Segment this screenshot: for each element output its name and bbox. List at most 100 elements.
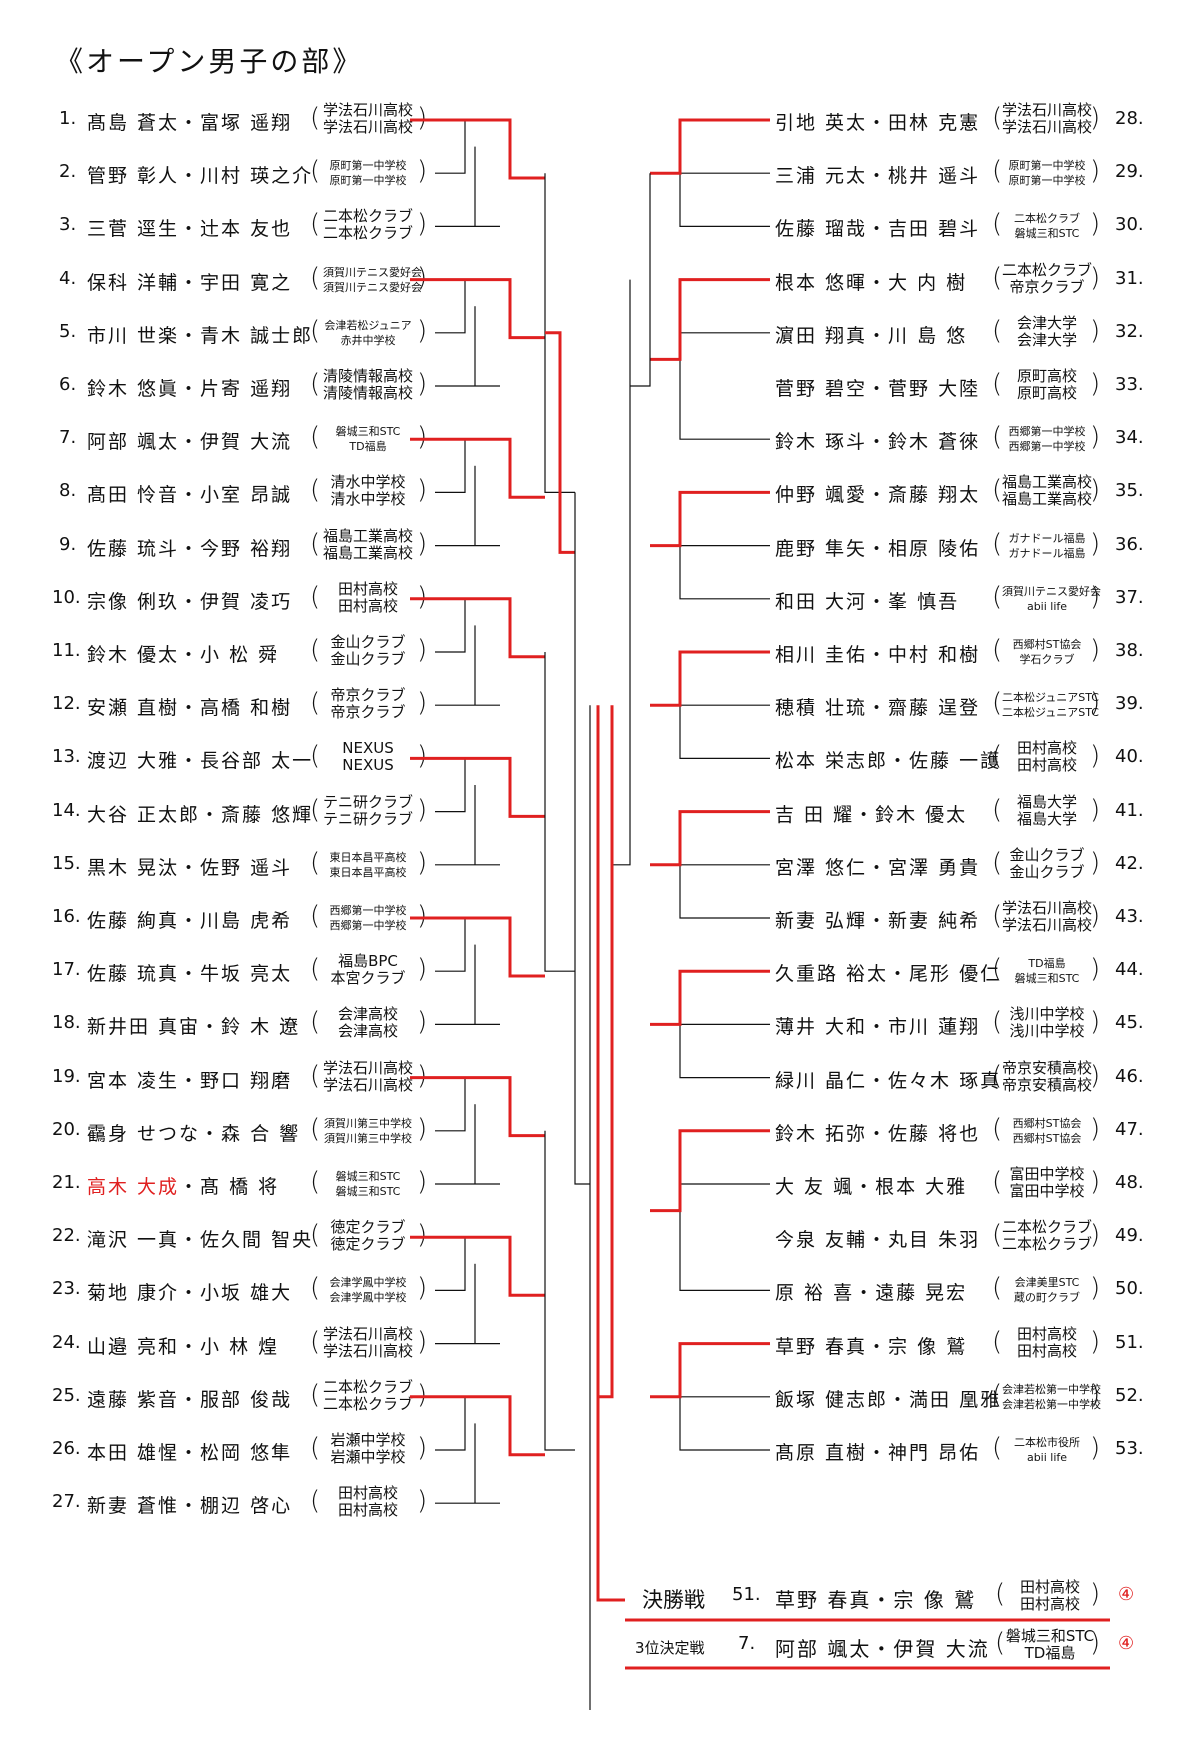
winner-line bbox=[650, 810, 770, 867]
affiliation-line: 清陵情報高校 bbox=[323, 367, 414, 385]
paren-open: ( bbox=[310, 847, 321, 878]
winner-line bbox=[410, 1076, 545, 1138]
affiliation-line: 原町第一中学校 bbox=[1008, 174, 1086, 188]
entry-affiliation: 西郷村ST協会西郷村ST協会 bbox=[1002, 1116, 1092, 1146]
right-entry: 45.薄井 大和・市川 蓮翔(浅川中学校浅川中学校) bbox=[770, 1004, 1170, 1044]
affiliation-line: 福島工業高校 bbox=[1002, 490, 1093, 509]
entry-players: 保科 洋輔・宇田 寛之 bbox=[87, 271, 293, 294]
entry-players: 飯塚 健志郎・満田 凰雅 bbox=[775, 1388, 1002, 1411]
paren-close: ) bbox=[417, 1486, 428, 1517]
entry-seed: 40. bbox=[1115, 746, 1144, 768]
affiliation-line: 二本松ジュニアSTC bbox=[1002, 706, 1099, 720]
entry-affiliation: 金山クラブ金山クラブ bbox=[1002, 845, 1092, 881]
right-entry: 31.根本 悠暉・大 内 樹(二本松クラブ帝京クラブ) bbox=[770, 260, 1170, 300]
entry-affiliation: 西郷第一中学校西郷第一中学校 bbox=[323, 903, 413, 933]
entry-affiliation: 学法石川高校学法石川高校 bbox=[323, 1325, 413, 1360]
paren-open: ( bbox=[992, 1060, 1003, 1091]
paren-close: ) bbox=[417, 1060, 428, 1091]
entry-affiliation: 会津大学会津大学 bbox=[1002, 314, 1092, 349]
paren-open: ( bbox=[992, 103, 1003, 133]
entry-seed: 35. bbox=[1115, 480, 1144, 502]
bracket-line bbox=[544, 652, 575, 972]
right-entry: 36.鹿野 隼矢・相原 陵佑(ガナドール福島ガナドール福島) bbox=[770, 526, 1170, 566]
entry-affiliation: 学法石川高校学法石川高校 bbox=[323, 102, 413, 136]
affiliation-line: 金山クラブ bbox=[1009, 845, 1085, 864]
final-label: 決勝戦 bbox=[642, 1588, 705, 1612]
affiliation-line: 原町高校 bbox=[1016, 384, 1077, 402]
paren-open: ( bbox=[310, 1167, 321, 1197]
affiliation-line: 本宮クラブ bbox=[330, 969, 406, 988]
affiliation-line: 二本松クラブ bbox=[323, 1377, 414, 1396]
entry-affiliation: 浅川中学校浅川中学校 bbox=[1002, 1006, 1092, 1040]
paren-open: ( bbox=[992, 209, 1003, 240]
bracket-line bbox=[435, 119, 466, 174]
right-entry: 48.大 友 颯・根本 大雅(富田中学校富田中学校) bbox=[770, 1164, 1170, 1204]
paren-open: ( bbox=[992, 581, 1003, 612]
affiliation-line: 学法石川高校 bbox=[1002, 101, 1093, 119]
paren-close: ) bbox=[417, 1326, 428, 1357]
paren-open: ( bbox=[310, 635, 321, 665]
affiliation-line: 浅川中学校 bbox=[1009, 1022, 1085, 1041]
paren-close: ) bbox=[1090, 156, 1101, 187]
entry-seed: 45. bbox=[1115, 1012, 1144, 1034]
affiliation-line: 西郷村ST協会 bbox=[1012, 1131, 1082, 1145]
entry-seed: 31. bbox=[1115, 267, 1144, 289]
paren-open: ( bbox=[992, 262, 1003, 293]
affiliation-line: 富田中学校 bbox=[1009, 1165, 1085, 1183]
entry-players: 鈴木 拓弥・佐藤 将也 bbox=[775, 1122, 981, 1145]
entry-players: 靍身 せつな・森 合 響 bbox=[87, 1122, 301, 1145]
paren-close: ) bbox=[1090, 369, 1101, 399]
entry-players: 緑川 晶仁・佐々木 琢真 bbox=[775, 1069, 1002, 1092]
paren-close: ) bbox=[1090, 901, 1101, 931]
paren-open: ( bbox=[992, 422, 1003, 453]
paren-open: ( bbox=[310, 1326, 321, 1357]
bracket-line bbox=[435, 1236, 466, 1291]
paren-close: ) bbox=[417, 635, 428, 665]
paren-close: ) bbox=[1090, 1007, 1101, 1038]
paren-open: ( bbox=[992, 1220, 1003, 1251]
entry-seed: 20. bbox=[52, 1118, 81, 1140]
third-score: ④ bbox=[1118, 1633, 1135, 1654]
paren-open: ( bbox=[992, 901, 1003, 931]
entry-affiliation: 東日本昌平高校東日本昌平高校 bbox=[323, 850, 413, 880]
bracket-line bbox=[612, 279, 631, 866]
paren-open: ( bbox=[992, 1007, 1003, 1038]
affiliation-line: 岩瀬中学校 bbox=[330, 1448, 406, 1466]
affiliation-line: 二本松クラブ bbox=[323, 1394, 414, 1413]
paren-close: ) bbox=[417, 156, 428, 187]
paren-open: ( bbox=[310, 103, 321, 133]
paren-close: ) bbox=[1090, 635, 1101, 665]
affiliation-line: 帝京クラブ bbox=[330, 703, 406, 722]
left-entry: 10.宗像 俐玖・伊賀 凌巧(田村高校田村高校) bbox=[52, 579, 435, 619]
bracket-line bbox=[679, 970, 770, 1025]
affiliation-line: 会津高校 bbox=[337, 1022, 398, 1041]
entry-seed: 3. bbox=[59, 214, 77, 236]
paren-open: ( bbox=[310, 1433, 321, 1463]
left-entry: 23.菊地 康介・小坂 雄大(会津学鳳中学校会津学鳳中学校) bbox=[52, 1270, 435, 1310]
bracket-line bbox=[679, 279, 770, 334]
winner-line bbox=[410, 118, 545, 180]
entry-seed: 25. bbox=[52, 1384, 81, 1406]
entry-players: 黒木 晃汰・佐野 遥斗 bbox=[87, 856, 293, 879]
entry-players: 根本 悠暉・大 内 樹 bbox=[775, 271, 968, 294]
affiliation-line: 須賀川テニス愛好会 bbox=[1002, 584, 1101, 598]
entry-seed: 21. bbox=[52, 1172, 81, 1193]
entry-players: 新井田 真宙・鈴 木 遼 bbox=[87, 1016, 301, 1039]
left-entry: 3.三菅 逕生・辻本 友也(二本松クラブ二本松クラブ) bbox=[55, 206, 435, 246]
entry-seed: 28. bbox=[1115, 108, 1144, 129]
paren-close: ) bbox=[1090, 1379, 1101, 1410]
paren-close: ) bbox=[417, 688, 428, 719]
entry-players: 佐藤 琉斗・今野 裕翔 bbox=[87, 537, 293, 560]
bracket-line bbox=[435, 1396, 466, 1451]
affiliation-line: 西郷第一中学校 bbox=[1008, 425, 1086, 439]
paren-close: ) bbox=[417, 954, 428, 985]
bracket-line bbox=[544, 1130, 575, 1451]
right-entry: 33.菅野 碧空・菅野 大陸(原町高校原町高校) bbox=[770, 366, 1170, 406]
right-entry: 41.吉 田 耀・鈴木 優太(福島大学福島大学) bbox=[770, 792, 1170, 832]
affiliation-line: 学法石川高校 bbox=[323, 118, 414, 136]
entry-players: 佐藤 絢真・川島 虎希 bbox=[87, 910, 293, 932]
paren-close: ) bbox=[417, 262, 428, 293]
affiliation-line: 二本松市役所 bbox=[1014, 1436, 1080, 1449]
paren-open: ( bbox=[310, 901, 321, 931]
